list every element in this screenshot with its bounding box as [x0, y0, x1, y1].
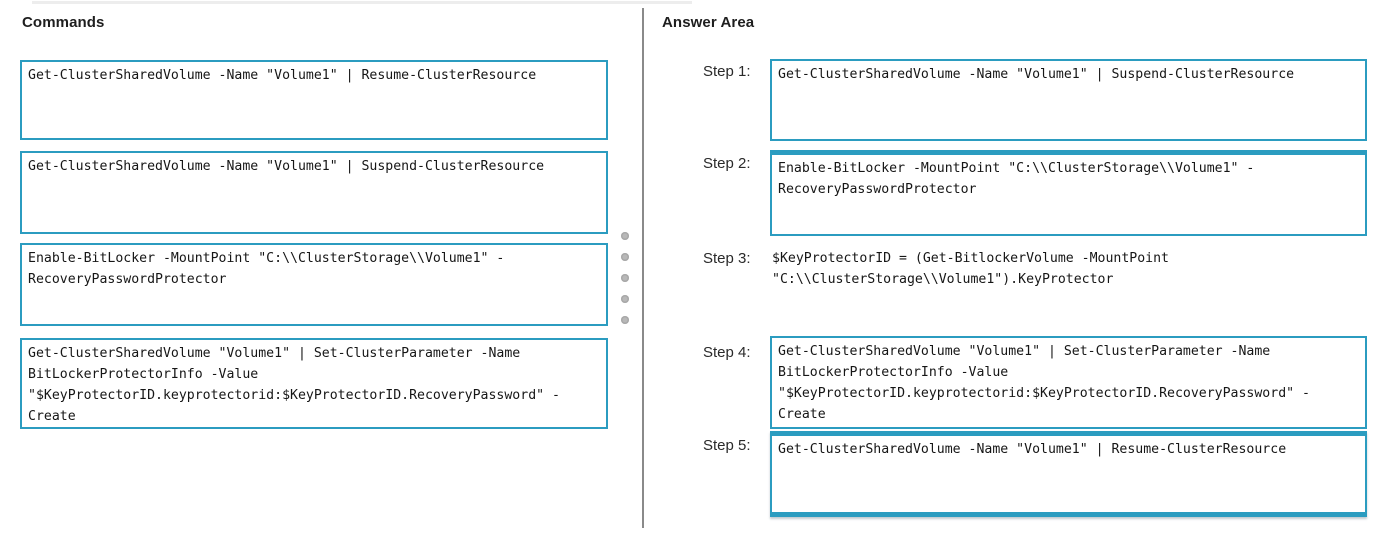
grip-dot — [621, 274, 629, 282]
command-option-2-text: Get-ClusterSharedVolume -Name "Volume1" … — [28, 159, 545, 174]
command-option-1[interactable]: Get-ClusterSharedVolume -Name "Volume1" … — [20, 60, 608, 140]
grip-dot — [621, 316, 629, 324]
top-edge-artifact — [32, 1, 692, 4]
command-option-3-text: Enable-BitLocker -MountPoint "C:\\Cluste… — [28, 251, 505, 287]
step-3-answer-text: $KeyProtectorID = (Get-BitlockerVolume -… — [772, 251, 1169, 287]
step-1-answer-text: Get-ClusterSharedVolume -Name "Volume1" … — [778, 67, 1295, 82]
step-4-label: Step 4: — [703, 344, 751, 361]
step-3-label: Step 3: — [703, 250, 751, 267]
column-grip-dots — [621, 232, 631, 324]
step-1-label: Step 1: — [703, 63, 751, 80]
step-2-answer-text: Enable-BitLocker -MountPoint "C:\\Cluste… — [778, 161, 1255, 197]
grip-dot — [621, 295, 629, 303]
step-2-label: Step 2: — [703, 155, 751, 172]
step-3-answer-slot[interactable]: $KeyProtectorID = (Get-BitlockerVolume -… — [766, 245, 1366, 293]
column-divider — [642, 8, 644, 528]
grip-dot — [621, 232, 629, 240]
command-option-4-text: Get-ClusterSharedVolume "Volume1" | Set-… — [28, 346, 560, 424]
step-2-answer-slot[interactable]: Enable-BitLocker -MountPoint "C:\\Cluste… — [770, 150, 1367, 236]
command-option-4[interactable]: Get-ClusterSharedVolume "Volume1" | Set-… — [20, 338, 608, 429]
step-1-answer-slot[interactable]: Get-ClusterSharedVolume -Name "Volume1" … — [770, 59, 1367, 141]
commands-column-title: Commands — [22, 14, 105, 31]
step-5-answer-slot[interactable]: Get-ClusterSharedVolume -Name "Volume1" … — [770, 431, 1367, 517]
step-5-answer-text: Get-ClusterSharedVolume -Name "Volume1" … — [778, 442, 1287, 457]
step-4-answer-text: Get-ClusterSharedVolume "Volume1" | Set-… — [778, 344, 1310, 422]
answer-area-title: Answer Area — [662, 14, 755, 31]
grip-dot — [621, 253, 629, 261]
step-4-answer-slot[interactable]: Get-ClusterSharedVolume "Volume1" | Set-… — [770, 336, 1367, 429]
command-option-1-text: Get-ClusterSharedVolume -Name "Volume1" … — [28, 68, 537, 83]
command-option-3[interactable]: Enable-BitLocker -MountPoint "C:\\Cluste… — [20, 243, 608, 326]
command-option-2[interactable]: Get-ClusterSharedVolume -Name "Volume1" … — [20, 151, 608, 234]
step-5-label: Step 5: — [703, 437, 751, 454]
